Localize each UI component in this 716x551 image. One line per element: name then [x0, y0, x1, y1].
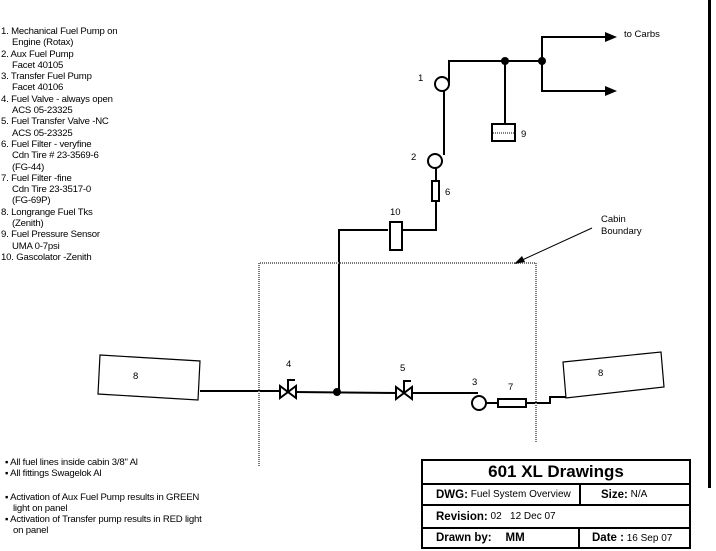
note-item: ▪ Activation of Aux Fuel Pump results in…: [5, 491, 200, 503]
arrow-to-carbs-lower: [605, 86, 617, 96]
title-block: 601 XL Drawings DWG: Fuel System Overvie…: [421, 459, 691, 549]
size-field: Size: N/A: [601, 488, 648, 501]
label-right-tank: 8: [598, 368, 603, 379]
cabin-boundary-label: Boundary: [601, 226, 642, 237]
legend-item-detail: UMA 0-7psi: [12, 240, 60, 252]
notes: ▪ All fuel lines inside cabin 3/8" Al ▪ …: [5, 457, 202, 537]
legend-item-detail: Cdn Tire 23-3517-0: [12, 184, 92, 196]
legend-item: 6. Fuel Filter - veryfine: [1, 138, 92, 150]
legend-item-detail: ACS 05-23325: [12, 127, 73, 139]
label-filter-fine: 7: [508, 382, 513, 393]
fuel-line-pump1-to-manifold: [448, 60, 542, 83]
drawn-by-field: Drawn by: MM: [423, 529, 580, 547]
legend-item-detail: (FG-69P): [12, 195, 51, 207]
fuel-filter-fine-icon: [497, 398, 527, 408]
legend-item: 9. Fuel Pressure Sensor: [1, 229, 100, 241]
aux-fuel-pump-icon: [427, 153, 443, 169]
legend-item: 4. Fuel Valve - always open: [1, 93, 113, 105]
fuel-valve-open-icon: [279, 379, 297, 400]
note-item: ▪ All fuel lines inside cabin 3/8" Al: [5, 457, 138, 468]
cabin-boundary-label: Cabin: [601, 214, 626, 225]
legend-item-detail: Cdn Tire # 23-3569-6: [12, 150, 99, 162]
fuel-line-filter7-to-right-tank: [526, 396, 566, 404]
dwg-field: DWG: Fuel System Overview: [423, 485, 581, 504]
fuel-line-gascolator-to-junction: [338, 229, 388, 393]
cabin-boundary: [258, 262, 537, 466]
junction-dot: [333, 388, 341, 396]
note-item: ▪ Activation of Transfer pump results in…: [5, 514, 202, 526]
fuel-line-to-carbs-upper: [541, 36, 610, 61]
legend-item: 2. Aux Fuel Pump: [1, 48, 74, 60]
label-valve-nc: 5: [400, 363, 405, 374]
left-fuel-tank-icon: [97, 354, 201, 401]
legend-item: 3. Transfer Fuel Pump: [1, 71, 92, 83]
legend-item: 1. Mechanical Fuel Pump on: [1, 26, 118, 37]
arrow-to-carbs-upper: [605, 32, 617, 42]
cabin-boundary-pointer: [519, 227, 593, 262]
page-border-line: [708, 0, 711, 488]
label-mech-pump: 1: [418, 73, 423, 84]
gascolator-icon: [389, 221, 403, 251]
label-pressure-sensor: 9: [521, 129, 526, 140]
label-gascolator: 10: [390, 207, 401, 218]
to-carbs-label: to Carbs: [624, 29, 660, 40]
note-item-continuation: on panel: [13, 525, 49, 537]
fuel-line-to-carbs-lower: [541, 61, 610, 92]
legend-item-detail: (Zenith): [12, 218, 44, 230]
legend-item-detail: ACS 05-23325: [12, 105, 73, 117]
label-aux-pump: 2: [411, 152, 416, 163]
legend-item: 8. Longrange Fuel Tks: [1, 206, 93, 218]
legend-item: 10. Gascolator -Zenith: [1, 251, 92, 263]
junction-dot: [501, 57, 509, 65]
transfer-fuel-pump-icon: [471, 395, 487, 411]
mechanical-fuel-pump-icon: [434, 76, 450, 92]
fuel-line-valve4-to-valve5: [293, 391, 399, 394]
right-fuel-tank-icon: [562, 351, 665, 399]
fuel-filter-veryfine-icon: [431, 180, 440, 202]
date-field: Date : 16 Sep 07: [592, 532, 673, 544]
label-valve-open: 4: [286, 359, 291, 370]
note-item: ▪ All fittings Swagelok Al: [5, 468, 102, 480]
drawing-title: 601 XL Drawings: [423, 461, 689, 485]
label-filter-veryfine: 6: [445, 187, 450, 198]
legend-item: 5. Fuel Transfer Valve -NC: [1, 116, 109, 128]
legend-item-detail: Facet 40105: [12, 59, 64, 71]
note-item-continuation: light on panel: [13, 502, 68, 514]
legend-item-detail: Facet 40106: [12, 82, 64, 94]
junction-dot: [538, 57, 546, 65]
label-left-tank: 8: [133, 371, 138, 382]
legend-item-detail: Engine (Rotax): [12, 37, 74, 49]
fuel-line-filter6-to-gascolator: [403, 201, 437, 231]
component-legend: 1. Mechanical Fuel Pump on Engine (Rotax…: [1, 26, 118, 263]
revision-field: Revision: 02 12 Dec 07: [423, 506, 689, 529]
fuel-transfer-valve-icon: [395, 380, 413, 401]
legend-item: 7. Fuel Filter -fine: [1, 172, 72, 184]
legend-item-detail: (FG-44): [12, 161, 45, 173]
label-transfer-pump: 3: [472, 377, 477, 388]
